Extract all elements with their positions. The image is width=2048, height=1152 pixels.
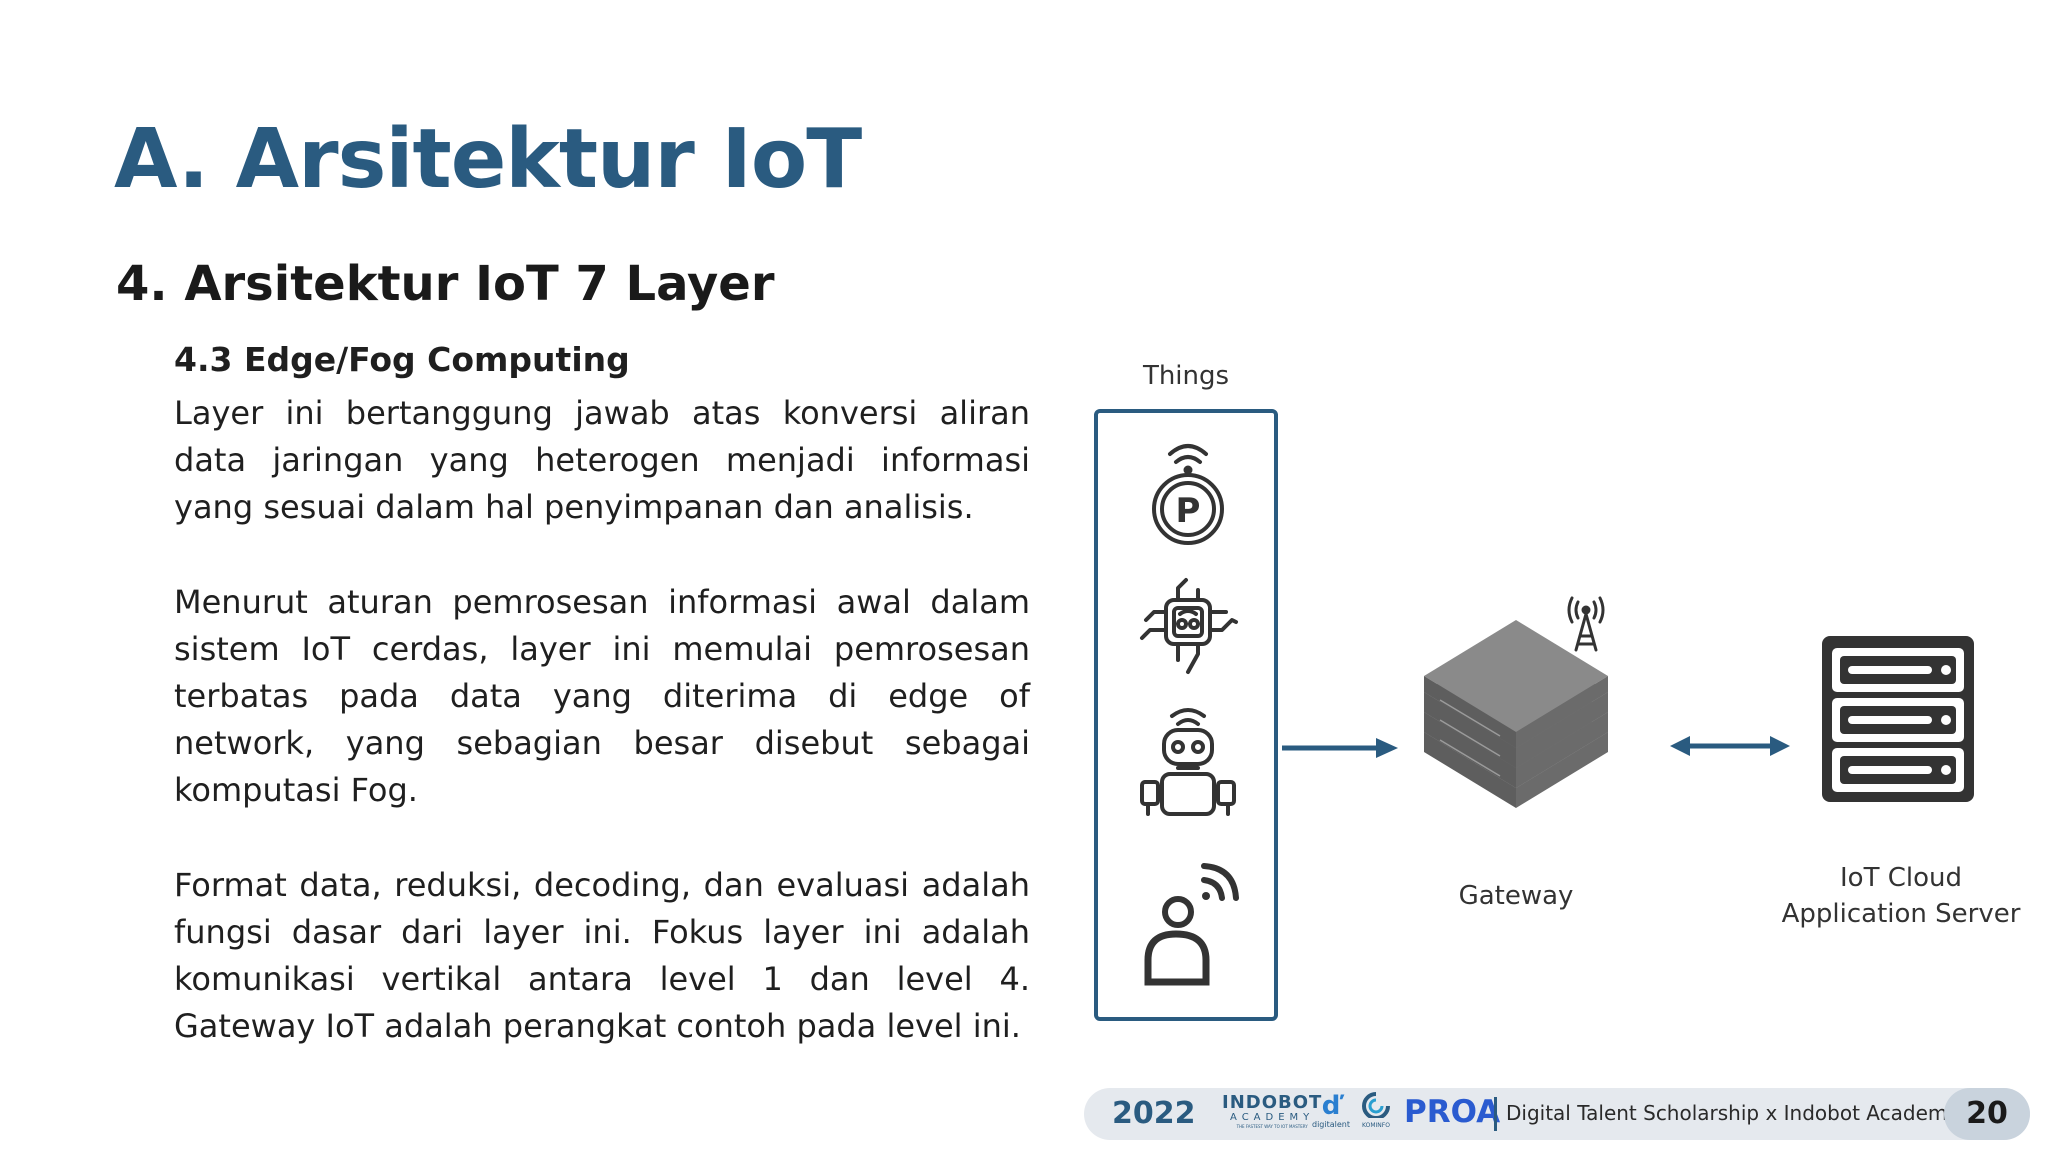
body-text: Layer ini bertanggung jawab atas konvers… — [174, 390, 1030, 1050]
antenna-tower-icon — [1567, 596, 1605, 652]
gateway-label: Gateway — [1458, 881, 1574, 911]
arrow-gateway-server — [1670, 736, 1790, 756]
footer-text: Digital Talent Scholarship x Indobot Aca… — [1506, 1101, 1960, 1125]
paragraph-1: Layer ini bertanggung jawab atas konvers… — [174, 394, 1030, 527]
things-box — [1094, 409, 1278, 1021]
page-number: 20 — [1944, 1088, 2030, 1140]
chip-bot-icon — [1140, 578, 1238, 674]
server-label-line1: IoT Cloud — [1840, 863, 1962, 893]
proa-logo: PROA — [1404, 1094, 1501, 1130]
indobot-academy-logo: INDOBOT ACADEMY THE FASTEST WAY TO IOT M… — [1222, 1094, 1322, 1130]
server-label: IoT Cloud Application Server — [1756, 860, 2046, 932]
slide-subtitle: 4. Arsitektur IoT 7 Layer — [116, 256, 775, 312]
section-heading: 4.3 Edge/Fog Computing — [174, 340, 630, 379]
digitalent-mark-icon: ď — [1321, 1091, 1341, 1121]
footer-divider — [1494, 1097, 1497, 1131]
indobot-logo-line1: INDOBOT — [1222, 1092, 1323, 1113]
indobot-logo-tagline: THE FASTEST WAY TO IOT MASTERY — [1236, 1124, 1308, 1129]
paragraph-3: Format data, reduksi, decoding, dan eval… — [174, 865, 1030, 1046]
digitalent-logo: ď digitalent — [1312, 1092, 1350, 1130]
robot-icon — [1140, 708, 1236, 816]
kominfo-logo-text: KOMINFO — [1362, 1122, 1390, 1129]
things-label: Things — [1142, 361, 1230, 391]
person-signal-icon — [1144, 863, 1239, 986]
gateway-device-icon — [1424, 620, 1608, 808]
kominfo-logo: KOMINFO — [1362, 1092, 1390, 1130]
parking-letter: P — [1176, 491, 1201, 531]
server-label-line2: Application Server — [1781, 899, 2021, 929]
indobot-logo-line2: ACADEMY — [1230, 1112, 1315, 1123]
digitalent-logo-text: digitalent — [1312, 1120, 1350, 1129]
footer-year: 2022 — [1112, 1096, 1196, 1131]
parking-sensor-icon: P — [1152, 444, 1224, 545]
footer-bar — [1084, 1088, 2030, 1140]
kominfo-emblem-icon — [1362, 1092, 1390, 1120]
paragraph-2: Menurut aturan pemrosesan informasi awal… — [174, 582, 1030, 810]
cloud-server-icon — [1822, 636, 1974, 802]
arrow-things-to-gateway — [1282, 738, 1398, 758]
slide-title: A. Arsitektur IoT — [114, 112, 862, 207]
